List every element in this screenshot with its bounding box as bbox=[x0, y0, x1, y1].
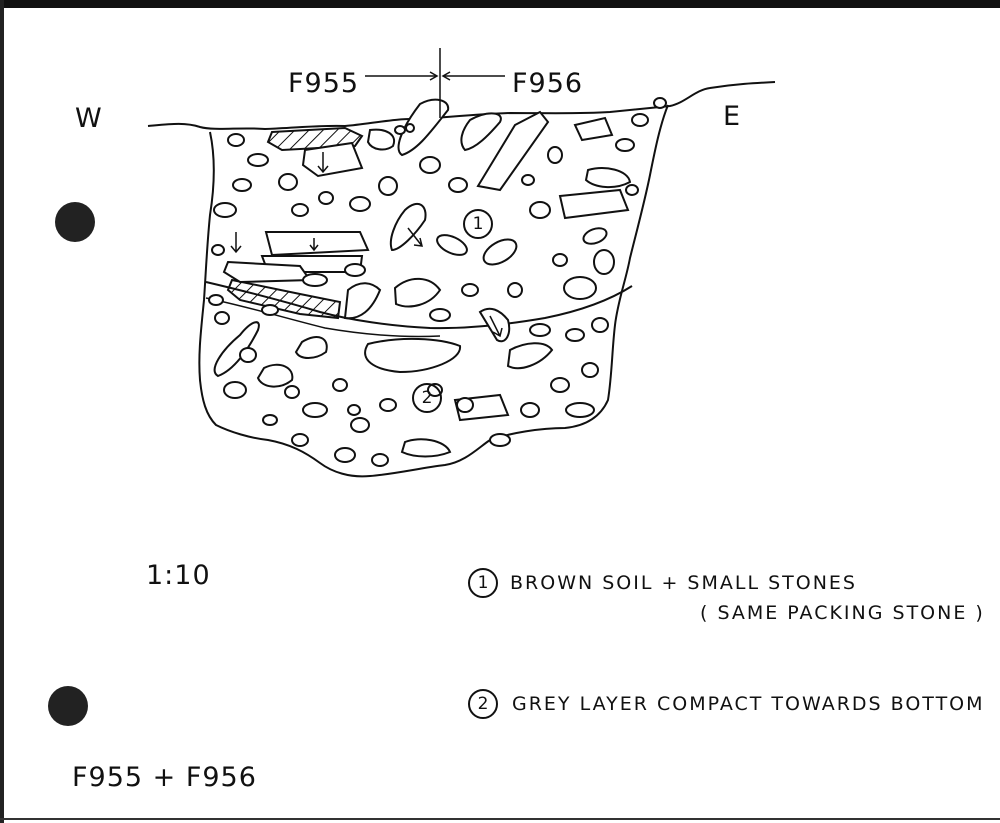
label-west: W bbox=[75, 103, 103, 134]
scale-label: 1:10 bbox=[146, 560, 211, 591]
label-f956: F956 bbox=[512, 68, 584, 99]
ground-surface-line bbox=[147, 81, 776, 131]
layer-boundary-lower bbox=[205, 297, 441, 338]
feature-divider bbox=[365, 48, 505, 118]
legend-2-marker: 2 bbox=[468, 689, 498, 719]
layer-2-marker: 2 bbox=[412, 383, 442, 413]
layer-1-marker: 1 bbox=[463, 209, 493, 239]
punch-hole-top bbox=[55, 202, 95, 242]
hatched-stone-lower bbox=[226, 278, 342, 320]
legend-1-note: ( SAME PACKING STONE ) bbox=[700, 602, 985, 624]
bottom-border bbox=[0, 818, 1000, 820]
legend-1-text: BROWN SOIL + SMALL STONES bbox=[510, 572, 857, 594]
drawing-caption: F955 + F956 bbox=[72, 762, 257, 793]
legend-2-text: GREY LAYER COMPACT TOWARDS BOTTOM bbox=[512, 693, 985, 715]
legend-1-marker: 1 bbox=[468, 568, 498, 598]
top-border bbox=[0, 0, 1000, 8]
punch-hole-bottom bbox=[48, 686, 88, 726]
label-east: E bbox=[723, 101, 742, 132]
left-border bbox=[0, 0, 4, 823]
pit-outline bbox=[198, 104, 669, 478]
label-f955: F955 bbox=[288, 68, 360, 99]
